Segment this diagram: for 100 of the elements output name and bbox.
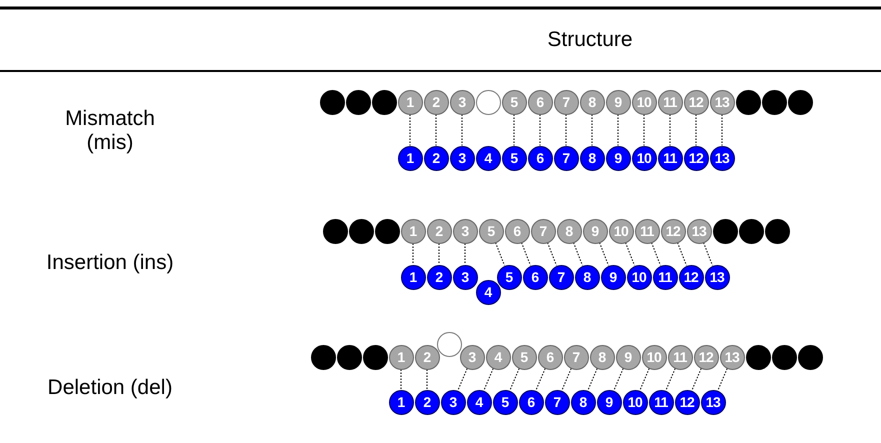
bead	[712, 218, 738, 244]
bead	[736, 90, 760, 114]
row-label: Mismatch (mis)	[64, 107, 156, 155]
dotted-connector	[703, 242, 713, 266]
numbered-bead: 7	[554, 146, 578, 170]
dotted-connector	[599, 242, 609, 266]
numbered-bead: 6	[518, 390, 544, 414]
dotted-connector	[677, 242, 687, 266]
numbered-bead: 12	[684, 146, 708, 170]
numbered-bead: 10	[642, 344, 666, 370]
column-header: Structure	[546, 28, 634, 52]
numbered-bead: 7	[530, 218, 556, 244]
bead	[322, 218, 348, 244]
numbered-bead: 6	[528, 90, 552, 114]
numbered-bead: 10	[632, 146, 656, 170]
numbered-bead: 1	[388, 344, 414, 370]
bead	[746, 344, 770, 370]
row-label: Insertion (ins)	[45, 251, 175, 275]
numbered-bead: 13	[710, 146, 734, 170]
dotted-connector	[625, 242, 635, 266]
numbered-bead: 13	[700, 390, 726, 414]
numbered-bead: 5	[512, 344, 536, 370]
numbered-bead: 4	[466, 390, 492, 414]
numbered-bead: 13	[720, 344, 744, 370]
numbered-bead: 13	[686, 218, 712, 244]
numbered-bead: 9	[606, 90, 630, 114]
dotted-connector	[573, 242, 583, 266]
bead	[320, 90, 344, 114]
dotted-connector	[535, 368, 546, 391]
numbered-bead: 4	[486, 344, 510, 370]
numbered-bead: 5	[502, 146, 526, 170]
dotted-connector	[639, 368, 650, 391]
numbered-bead: 9	[596, 390, 622, 414]
dotted-connector	[509, 368, 520, 391]
dotted-connector	[495, 242, 505, 266]
numbered-bead: 11	[634, 218, 660, 244]
numbered-bead: 9	[600, 264, 626, 290]
bead	[348, 218, 374, 244]
bead	[738, 218, 764, 244]
bead	[788, 90, 812, 114]
numbered-bead: 2	[424, 90, 448, 114]
numbered-bead: 12	[678, 264, 704, 290]
dotted-connector	[717, 368, 728, 391]
numbered-bead: 9	[582, 218, 608, 244]
numbered-bead: 3	[452, 218, 478, 244]
numbered-bead: 6	[522, 264, 548, 290]
dotted-connector	[651, 242, 661, 266]
numbered-bead: 1	[398, 90, 422, 114]
numbered-bead: 3	[452, 264, 478, 290]
numbered-bead: 6	[504, 218, 530, 244]
numbered-bead: 12	[660, 218, 686, 244]
numbered-bead: 1	[400, 218, 426, 244]
numbered-bead: 4	[476, 146, 500, 170]
numbered-bead: 10	[608, 218, 634, 244]
numbered-bead: 5	[496, 264, 522, 290]
numbered-bead: 7	[548, 264, 574, 290]
dotted-connector	[400, 369, 402, 390]
numbered-bead: 3	[440, 390, 466, 414]
dotted-connector	[483, 368, 494, 391]
bead	[764, 218, 790, 244]
bead	[374, 218, 400, 244]
numbered-bead: 8	[580, 90, 604, 114]
numbered-bead: 12	[674, 390, 700, 414]
dotted-connector	[665, 368, 676, 391]
numbered-bead: 6	[528, 146, 552, 170]
dotted-connector	[412, 243, 414, 265]
numbered-bead: 1	[400, 264, 426, 290]
dotted-connector	[561, 368, 572, 391]
numbered-bead: 11	[652, 264, 678, 290]
dotted-connector	[457, 368, 468, 391]
numbered-bead: 8	[570, 390, 596, 414]
numbered-bead: 8	[574, 264, 600, 290]
numbered-bead: 5	[502, 90, 526, 114]
dotted-connector	[426, 369, 428, 390]
empty-bead	[436, 332, 462, 356]
numbered-bead: 11	[668, 344, 692, 370]
dotted-connector	[691, 368, 702, 391]
numbered-bead: 2	[426, 264, 452, 290]
numbered-bead: 7	[564, 344, 588, 370]
bead	[762, 90, 786, 114]
numbered-bead: 13	[704, 264, 730, 290]
numbered-bead: 1	[398, 146, 422, 170]
numbered-bead: 6	[538, 344, 562, 370]
bead	[346, 90, 370, 114]
numbered-bead: 9	[616, 344, 640, 370]
numbered-bead: 9	[606, 146, 630, 170]
numbered-bead: 4	[476, 280, 500, 304]
numbered-bead: 10	[632, 90, 656, 114]
numbered-bead: 5	[478, 218, 504, 244]
dotted-connector	[587, 368, 598, 391]
numbered-bead: 8	[556, 218, 582, 244]
numbered-bead: 2	[414, 344, 440, 370]
dotted-connector	[438, 243, 440, 265]
numbered-bead: 10	[622, 390, 648, 414]
numbered-bead: 3	[450, 90, 474, 114]
numbered-bead: 7	[554, 90, 578, 114]
dotted-connector	[547, 242, 557, 266]
row-label: Deletion (del)	[46, 376, 174, 400]
numbered-bead: 2	[414, 390, 440, 414]
numbered-bead: 1	[388, 390, 414, 414]
